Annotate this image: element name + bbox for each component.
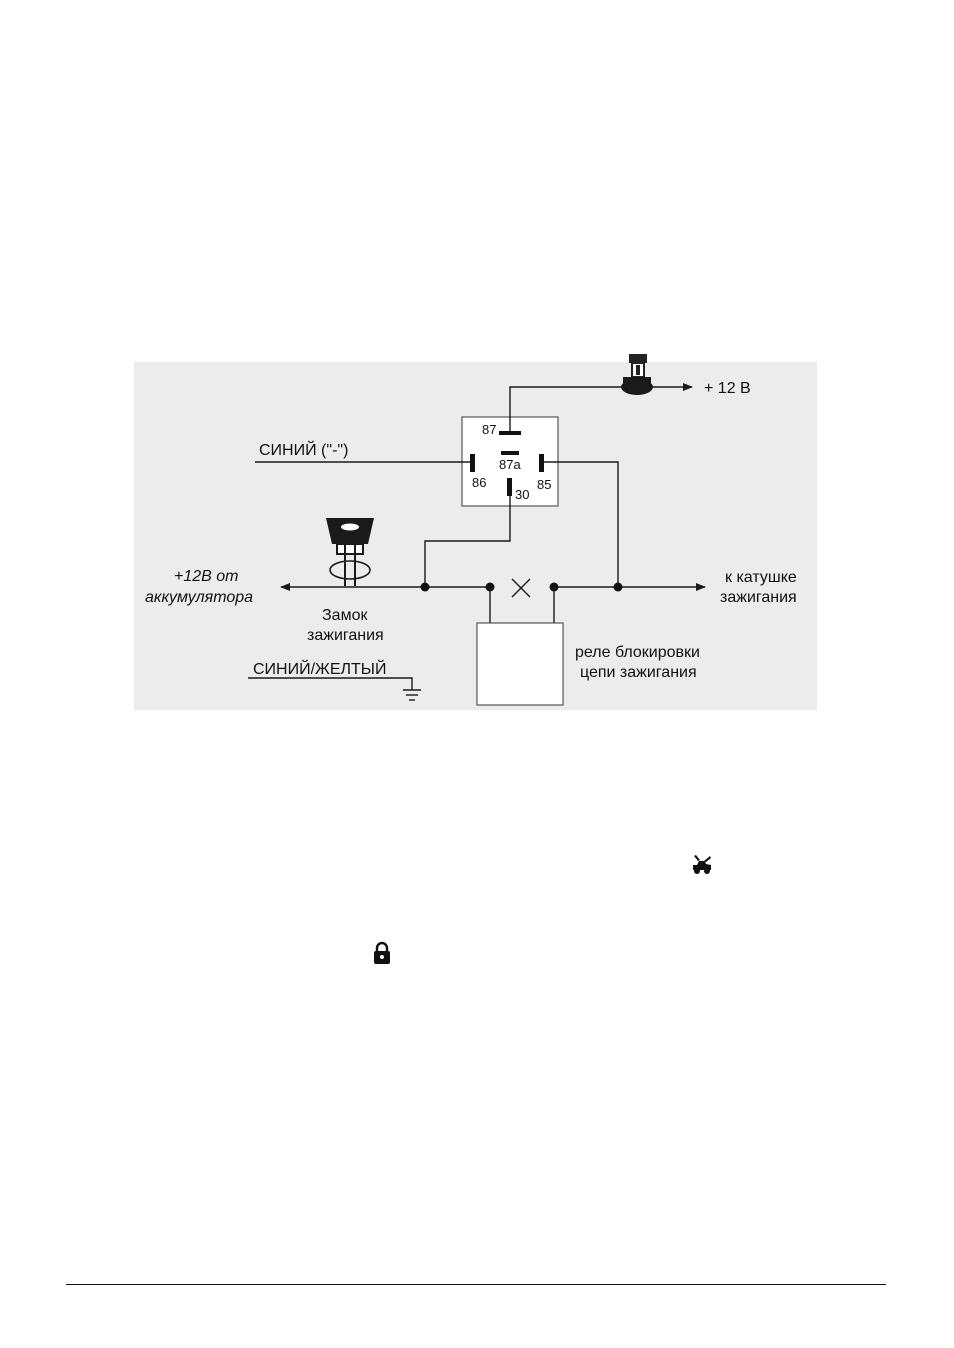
blue-minus-label: СИНИЙ ("-")	[259, 440, 348, 459]
pin-87-label: 87	[482, 422, 496, 437]
junction-dot	[421, 583, 430, 592]
ignition-lock-label-line2: зажигания	[307, 627, 384, 644]
battery-label-line2: аккумулятора	[145, 589, 253, 606]
blue-yellow-label: СИНИЙ/ЖЕЛТЫЙ	[253, 659, 386, 678]
fuse-icon	[621, 354, 653, 395]
ignition-lock-label-line1: Замок	[322, 607, 368, 624]
plus12v-label: + 12 В	[704, 380, 751, 397]
terminal-85	[539, 454, 544, 472]
circuit-break-marker	[512, 579, 530, 597]
ignition-lock-icon	[326, 518, 374, 586]
wire-blue-yellow-to-ground	[248, 678, 412, 690]
pin-87a-label: 87a	[499, 457, 521, 472]
padlock-icon	[372, 941, 392, 965]
block-relay-box	[477, 623, 563, 705]
footer-divider	[66, 1284, 886, 1285]
pin-85-label: 85	[537, 477, 551, 492]
pin-86-label: 86	[472, 475, 486, 490]
terminal-86	[470, 454, 475, 472]
coil-label-line1: к катушке	[725, 569, 797, 586]
block-relay-label-line1: реле блокировки	[575, 644, 700, 661]
terminal-87	[499, 431, 521, 435]
block-relay-label-line2: цепи зажигания	[580, 664, 697, 681]
pin-30-label: 30	[515, 487, 529, 502]
terminal-87a	[501, 451, 519, 455]
terminal-30	[507, 478, 512, 496]
car-trunk-open-icon	[690, 854, 714, 878]
ground-icon	[403, 690, 421, 700]
junction-dot	[614, 583, 623, 592]
wire-30-to-main	[425, 496, 510, 587]
coil-label-line2: зажигания	[720, 589, 797, 606]
battery-label-line1: +12В от	[174, 568, 238, 585]
